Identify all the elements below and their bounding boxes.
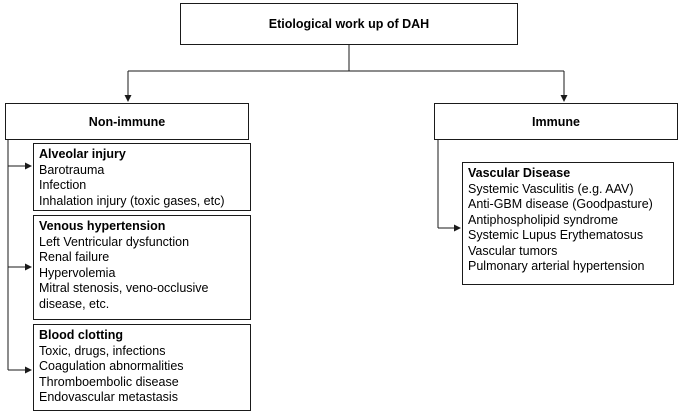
list-item: Barotrauma: [39, 162, 105, 177]
list-item: Renal failure: [39, 250, 110, 264]
list-item: Toxic, drugs, infections: [39, 343, 166, 358]
root-box: Etiological work up of DAH: [180, 3, 518, 45]
venous-hypertension-title: Venous hypertension: [39, 219, 166, 233]
list-item: Left Ventricular dysfunction: [39, 234, 190, 249]
list-item: Infection: [39, 178, 87, 192]
list-item: Inhalation injury (toxic gases, etc): [39, 193, 225, 208]
non-immune-box: Non-immune: [5, 103, 249, 140]
list-item: Mitral stenosis, veno-occlusive disease,…: [39, 281, 209, 311]
list-item: Pulmonary arterial hypertension: [468, 259, 645, 273]
list-item: Systemic Lupus Erythematosus: [468, 228, 644, 242]
list-item: Vascular tumors: [468, 243, 558, 258]
blood-clotting-box: Blood clotting Toxic, drugs, infections …: [33, 324, 251, 411]
list-item: Coagulation abnormalities: [39, 359, 184, 373]
root-title: Etiological work up of DAH: [268, 17, 430, 31]
venous-hypertension-box: Venous hypertension Left Ventricular dys…: [33, 215, 251, 320]
list-item: Antiphospholipid syndrome: [468, 212, 619, 227]
list-item: Endovascular metastasis: [39, 390, 178, 404]
list-item: Anti-GBM disease (Goodpasture): [468, 197, 653, 211]
list-item: Systemic Vasculitis (e.g. AAV): [468, 181, 634, 196]
alveolar-injury-box: Alveolar injury Barotrauma Infection Inh…: [33, 143, 251, 211]
immune-title: Immune: [532, 114, 580, 129]
blood-clotting-title: Blood clotting: [39, 328, 124, 342]
vascular-disease-box: Vascular Disease Systemic Vasculitis (e.…: [462, 162, 674, 285]
list-item: Thromboembolic disease: [39, 374, 179, 389]
non-immune-title: Non-immune: [88, 114, 166, 129]
vascular-disease-title: Vascular Disease: [468, 166, 571, 180]
list-item: Hypervolemia: [39, 265, 116, 280]
immune-box: Immune: [434, 103, 678, 140]
alveolar-injury-title: Alveolar injury: [39, 147, 126, 161]
